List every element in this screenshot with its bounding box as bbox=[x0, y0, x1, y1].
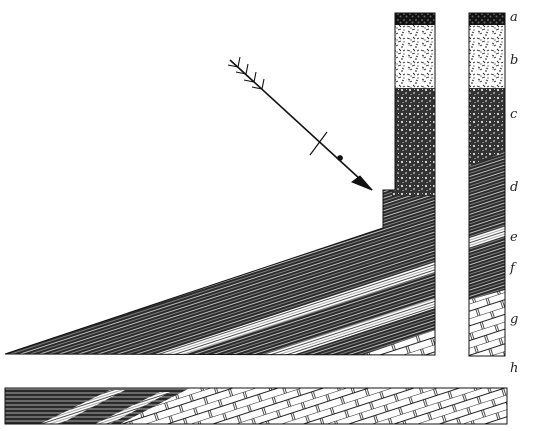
layer-label-h: h bbox=[510, 361, 518, 376]
layer-label-c: c bbox=[510, 107, 518, 122]
left-section bbox=[0, 0, 440, 360]
layer-label-b: b bbox=[510, 53, 518, 68]
right-column bbox=[469, 13, 505, 356]
layer-label-d: d bbox=[510, 180, 518, 195]
layer-label-a: a bbox=[510, 10, 518, 25]
layer-label-g: g bbox=[510, 312, 518, 327]
layer-labels: a b c d e f g h bbox=[509, 10, 518, 376]
bottom-strip bbox=[5, 388, 507, 424]
arrow-icon bbox=[228, 57, 372, 190]
layer-label-e: e bbox=[510, 230, 518, 245]
layer-label-f: f bbox=[509, 261, 517, 276]
